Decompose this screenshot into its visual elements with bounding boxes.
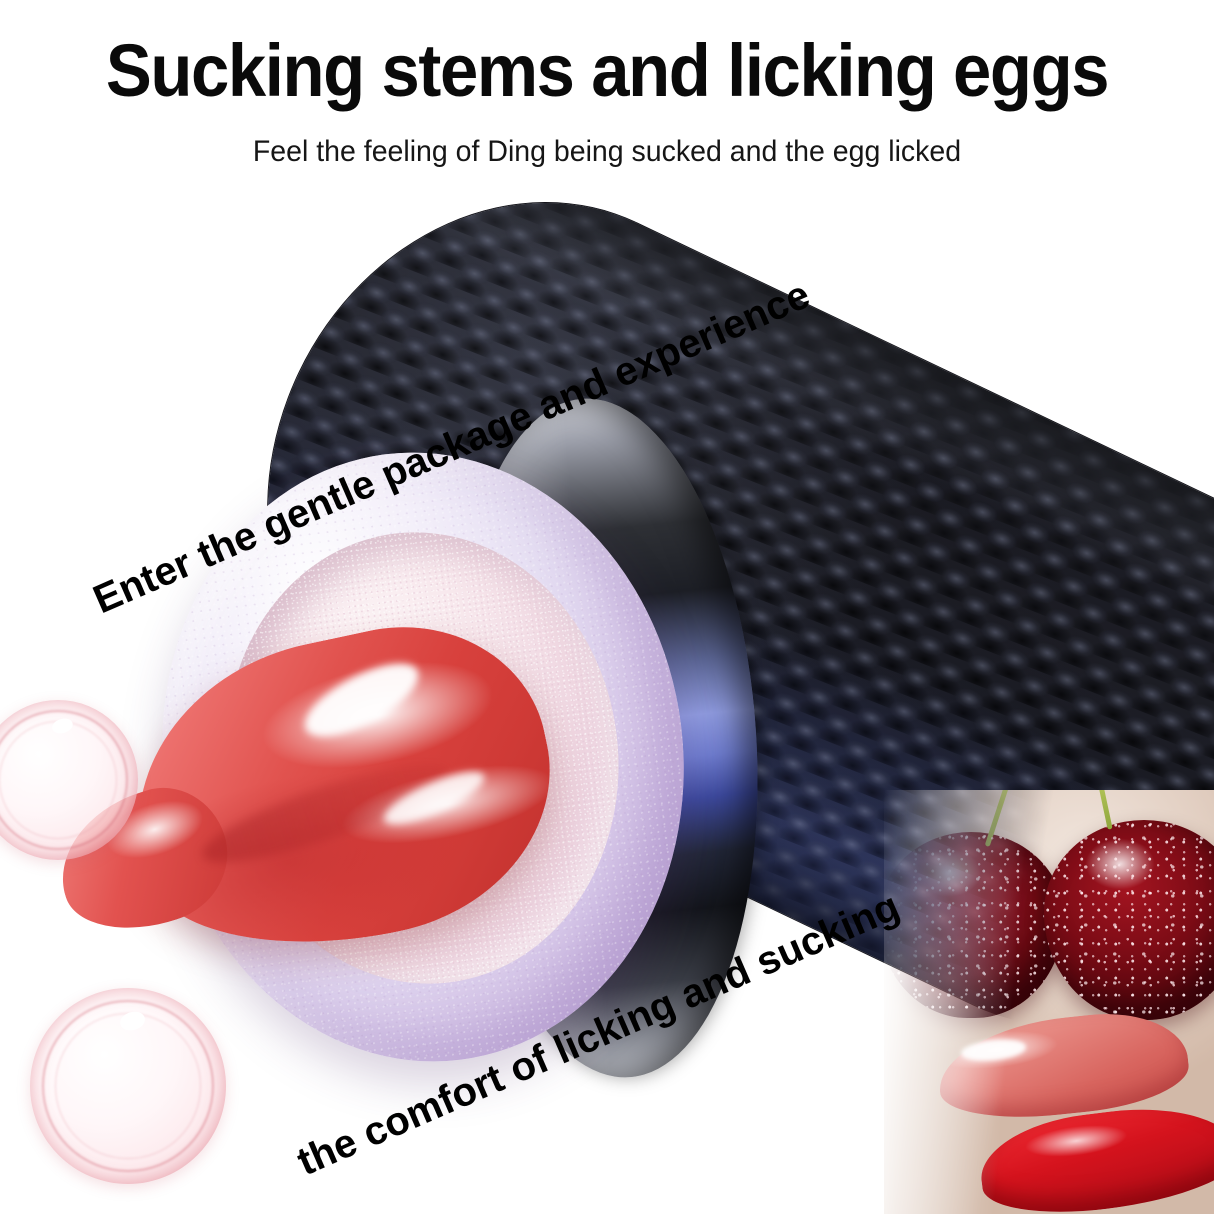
tongue-highlight-upper bbox=[294, 649, 429, 751]
decorative-bubble-lower bbox=[30, 988, 226, 1184]
photo-left-fade bbox=[884, 790, 1214, 1214]
cherry-lips-photo-inset bbox=[884, 790, 1214, 1214]
bubble-ring-outer bbox=[41, 999, 215, 1173]
page-title: Sucking stems and licking eggs bbox=[105, 29, 1110, 112]
bubble-ring-outer bbox=[0, 709, 129, 851]
bubble-ring-inner bbox=[0, 720, 118, 840]
bubble-ring-inner bbox=[55, 1013, 201, 1159]
decorative-bubble-upper bbox=[0, 700, 138, 860]
page-subtitle: Feel the feeling of Ding being sucked an… bbox=[252, 135, 962, 168]
